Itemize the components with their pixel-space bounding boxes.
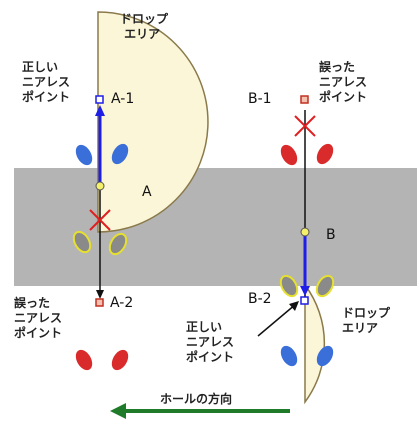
- shoes-b-middle: [279, 274, 335, 298]
- wrong-point-a-label: 誤った ニアレス ポイント: [14, 296, 63, 340]
- wrong-mark-b: [294, 115, 316, 137]
- wrong-mark-a: [89, 209, 111, 231]
- point-b-marker: [300, 227, 310, 237]
- point-a1-marker: [95, 95, 104, 104]
- shoes-a-bottom: [75, 349, 129, 371]
- shoes-a-lower: [72, 230, 128, 256]
- point-a2-marker: [95, 298, 104, 307]
- point-b-label: B: [326, 227, 336, 243]
- arrow-head-b2: [300, 286, 310, 296]
- hole-direction-arrow-head: [110, 403, 126, 419]
- pointer-arrow-b2-head: [289, 301, 299, 311]
- pointer-arrow-b2: [257, 303, 297, 337]
- correct-point-a-label: 正しい ニアレス ポイント: [22, 60, 71, 104]
- drop-area-bottom-label: ドロップ エリア: [342, 306, 391, 335]
- point-b1-marker: [300, 95, 309, 104]
- drop-area-top-label: ドロップ エリア: [120, 12, 169, 41]
- point-b2-label: B-2: [248, 291, 272, 307]
- point-b2-marker: [300, 296, 309, 305]
- gray-area-band: [14, 168, 417, 286]
- arrow-head-a1: [95, 105, 105, 116]
- point-a-label: A: [142, 184, 152, 200]
- point-a2-label: A-2: [110, 295, 134, 311]
- shoes-b-upper: [280, 143, 334, 166]
- arrow-head-a2: [96, 290, 104, 299]
- wrong-point-b-label: 誤った ニアレス ポイント: [319, 60, 368, 104]
- correct-point-b-label: 正しい ニアレス ポイント: [186, 320, 235, 364]
- drop-area-top: [97, 11, 209, 233]
- hole-direction-label: ホールの方向: [160, 392, 233, 406]
- point-b1-label: B-1: [248, 91, 272, 107]
- point-a1-label: A-1: [111, 91, 135, 107]
- shoes-b-bottom: [280, 345, 334, 367]
- point-a-marker: [95, 181, 105, 191]
- shoes-a-upper: [75, 143, 129, 166]
